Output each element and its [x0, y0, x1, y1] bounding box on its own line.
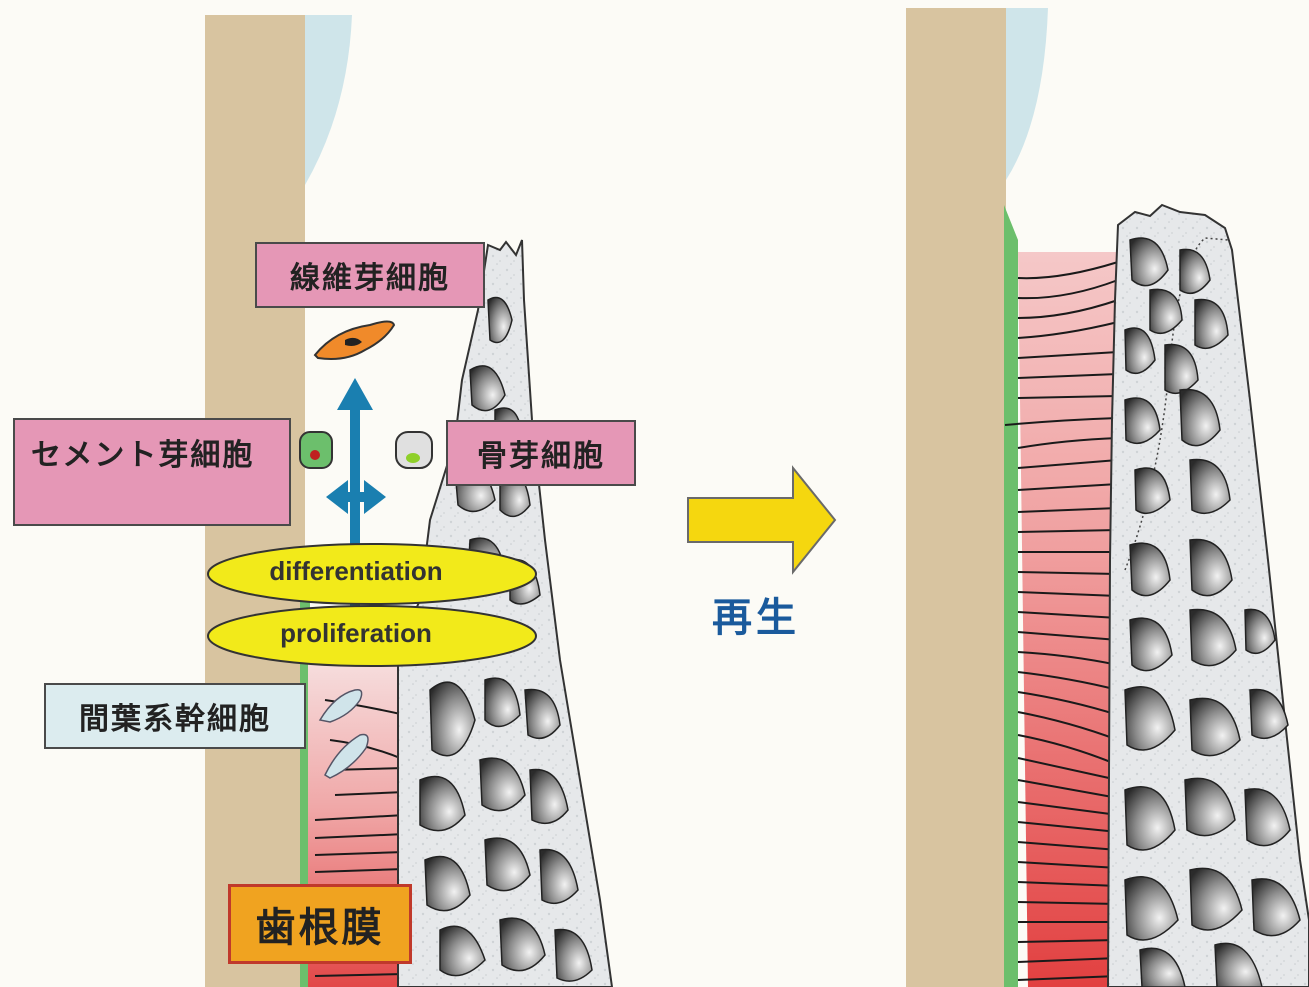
fibroblast-label: 線維芽細胞	[255, 242, 485, 308]
right-arrow-icon	[687, 465, 837, 575]
periodontal-ligament-right	[1018, 252, 1118, 987]
mesenchymal-stem-cell-2	[324, 733, 369, 779]
right-panel	[906, 8, 1309, 987]
proliferation-ellipse	[207, 605, 537, 667]
differentiation-label: differentiation	[269, 556, 443, 586]
cementum-right	[1004, 205, 1018, 987]
bone-holes-right	[1124, 237, 1301, 987]
mesenchymal-stem-cell-label: 間葉系幹細胞	[44, 683, 306, 749]
tooth-root-right	[906, 8, 1006, 987]
ligament-fibers-right	[1004, 261, 1119, 981]
periodontal-ligament-label: 歯根膜	[228, 884, 412, 964]
cementoblast-cell	[299, 431, 333, 469]
osteoblast-cell	[395, 431, 433, 469]
cementoblast-label: セメント芽細胞	[13, 418, 291, 526]
cross-arrow-icon	[326, 378, 386, 615]
regeneration-label: 再生	[712, 595, 800, 641]
proliferation-label: proliferation	[280, 618, 432, 648]
differentiation-ellipse	[207, 543, 537, 605]
osteoblast-label: 骨芽細胞	[446, 420, 636, 486]
gingiva-right	[1006, 8, 1048, 180]
gingiva-left	[305, 15, 352, 185]
cementum-left	[300, 602, 310, 987]
mesenchymal-stem-cell-1	[318, 688, 363, 723]
